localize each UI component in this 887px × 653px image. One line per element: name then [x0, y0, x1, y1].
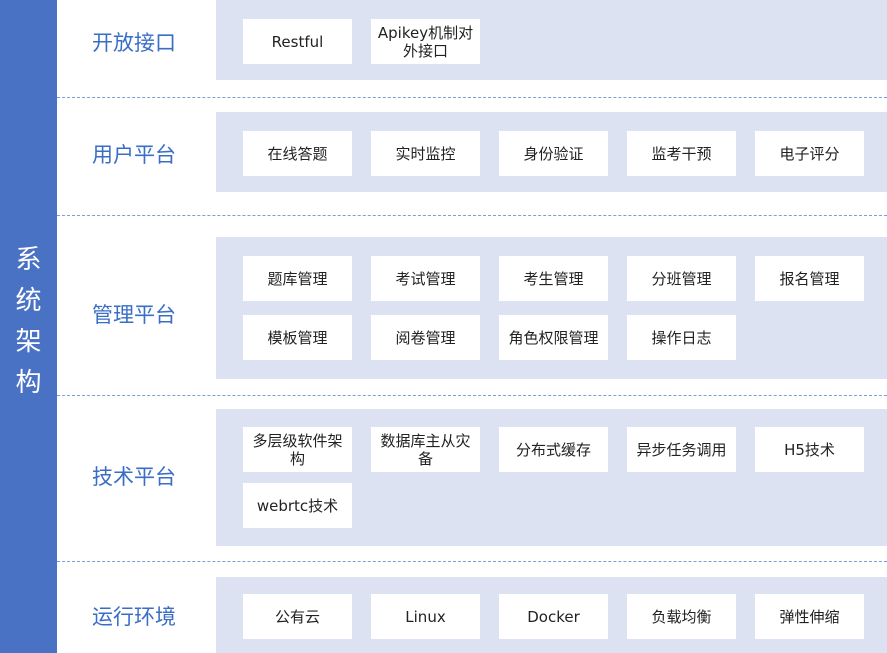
panel-management-platform: 题库管理 考试管理 考生管理 分班管理 报名管理 模板管理 阅卷管理 角色权限管…	[216, 237, 887, 379]
item-box: 题库管理	[243, 256, 352, 301]
panel-open-api: Restful Apikey机制对外接口	[216, 0, 887, 80]
row-label-management-platform: 管理平台	[92, 303, 176, 327]
item-box: H5技术	[755, 427, 864, 472]
item-box: 弹性伸缩	[755, 594, 864, 639]
item-box: Restful	[243, 19, 352, 64]
item-box: webrtc技术	[243, 483, 352, 528]
item-box: 角色权限管理	[499, 315, 608, 360]
system-architecture-title: 系 统 架 构	[0, 240, 57, 404]
item-box: 数据库主从灾备	[371, 427, 480, 472]
item-box: 阅卷管理	[371, 315, 480, 360]
title-char: 系	[15, 245, 42, 275]
item-box: 实时监控	[371, 131, 480, 176]
item-box: 多层级软件架构	[243, 427, 352, 472]
item-box: 身份验证	[499, 131, 608, 176]
panel-user-platform: 在线答题 实时监控 身份验证 监考干预 电子评分	[216, 112, 887, 192]
row-divider	[57, 215, 887, 216]
panel-runtime-environment: 公有云 Linux Docker 负载均衡 弹性伸缩	[216, 577, 887, 653]
sidebar: 系 统 架 构	[0, 0, 57, 653]
title-char: 架	[15, 327, 42, 357]
row-label-open-api: 开放接口	[92, 31, 176, 55]
row-divider	[57, 561, 887, 562]
item-box: 负载均衡	[627, 594, 736, 639]
item-box: 分班管理	[627, 256, 736, 301]
item-box: 监考干预	[627, 131, 736, 176]
row-label-user-platform: 用户平台	[92, 143, 176, 167]
row-label-runtime-environment: 运行环境	[92, 605, 176, 629]
item-box: 异步任务调用	[627, 427, 736, 472]
row-label-tech-platform: 技术平台	[92, 465, 176, 489]
item-box: Docker	[499, 594, 608, 639]
title-char: 统	[15, 286, 42, 316]
row-divider	[57, 395, 887, 396]
item-box: 公有云	[243, 594, 352, 639]
item-box: 考生管理	[499, 256, 608, 301]
item-box: Apikey机制对外接口	[371, 19, 480, 64]
item-box: 操作日志	[627, 315, 736, 360]
item-box: 在线答题	[243, 131, 352, 176]
item-box: 模板管理	[243, 315, 352, 360]
item-box: 电子评分	[755, 131, 864, 176]
item-box: Linux	[371, 594, 480, 639]
item-box: 分布式缓存	[499, 427, 608, 472]
panel-tech-platform: 多层级软件架构 数据库主从灾备 分布式缓存 异步任务调用 H5技术 webrtc…	[216, 409, 887, 546]
item-box: 考试管理	[371, 256, 480, 301]
row-divider	[57, 97, 887, 98]
title-char: 构	[15, 368, 42, 398]
item-box: 报名管理	[755, 256, 864, 301]
